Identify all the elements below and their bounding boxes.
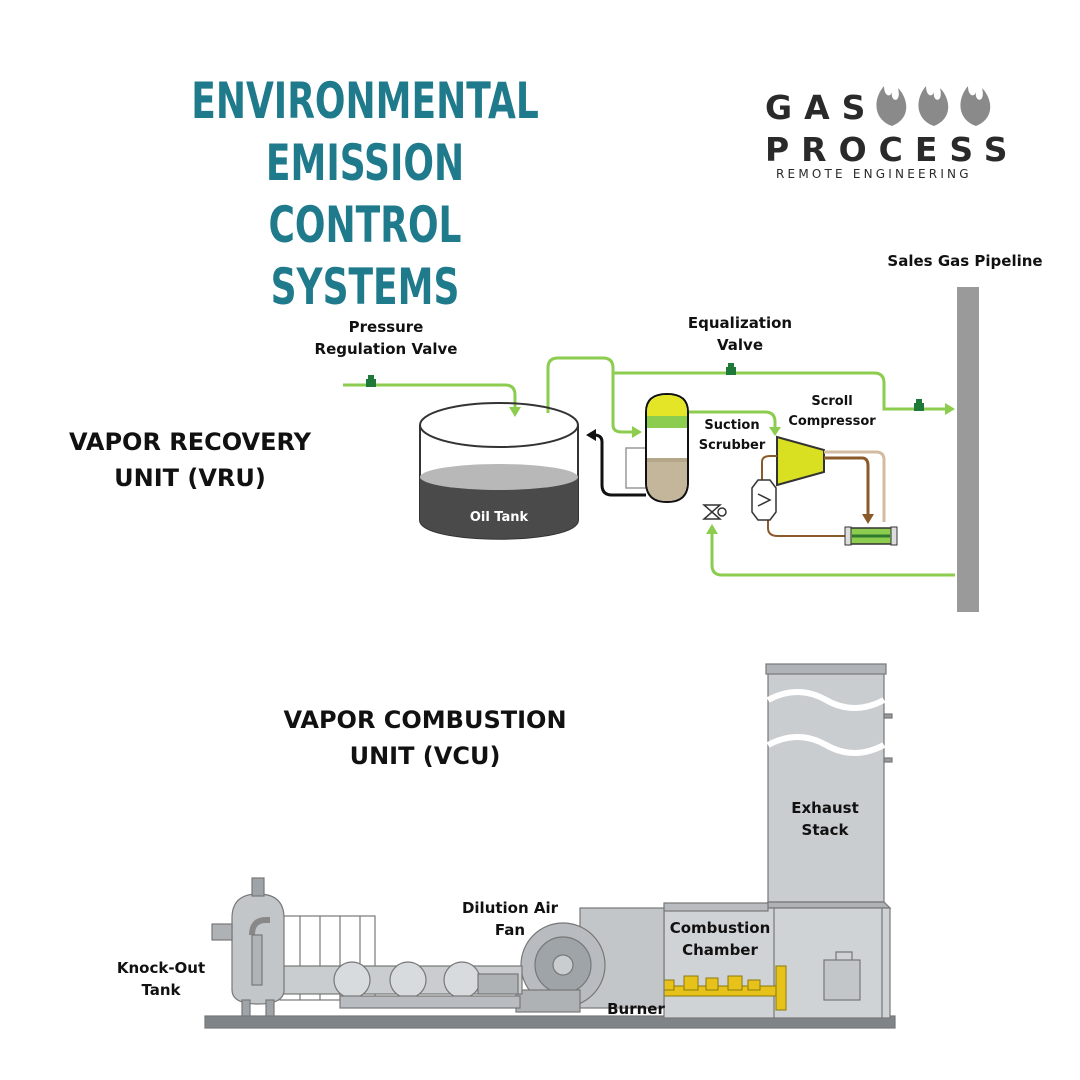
vcu-heading-line-1: VAPOR COMBUSTION [283, 706, 567, 734]
filter-icon [751, 479, 777, 521]
sales-gas-pipeline [957, 287, 979, 612]
vcu-heading-line-2: UNIT (VCU) [349, 742, 501, 770]
equalization-valve [726, 363, 736, 375]
knock-out-tank-label: Knock-Out Tank [104, 957, 218, 1001]
flame-arrestor-pipe [281, 961, 523, 1009]
exhaust-stack-label-line-1: Exhaust [791, 799, 859, 817]
knock-out-tank-label-line-1: Knock-Out [116, 959, 206, 977]
vcu-heading: VAPOR COMBUSTION UNIT (VCU) [250, 702, 600, 774]
vcu-diagram [204, 663, 896, 1029]
pipeline-valve [914, 399, 924, 411]
flame-icon [876, 86, 991, 126]
knock-out-tank-label-line-2: Tank [141, 981, 181, 999]
knock-out-tank [211, 877, 285, 1017]
vcu-skid-base [204, 1015, 896, 1029]
dilution-air-fan-label-line-1: Dilution Air [461, 899, 559, 917]
sales-gas-pipeline-label: Sales Gas Pipeline [887, 252, 1043, 270]
discharge-line-light [824, 450, 886, 522]
scroll-compressor-label-line-1: Scroll [811, 394, 853, 409]
equalization-valve-label: Equalization Valve [670, 312, 810, 356]
pressure-valve-label: Pressure Regulation Valve [296, 316, 476, 360]
scroll-compressor [776, 435, 825, 487]
vru-diagram [343, 287, 979, 612]
cooler-return-line [767, 510, 850, 537]
discharge-line [824, 456, 870, 518]
exhaust-stack-label-line-2: Stack [801, 821, 849, 839]
cooler-to-compressor-line [761, 455, 777, 480]
scrubber-outlet-line [688, 410, 777, 432]
suction-scrubber [625, 392, 689, 504]
exhaust-stack [760, 663, 893, 909]
aftercooler [844, 526, 898, 546]
pressure-valve-label-line-1: Pressure [348, 318, 424, 336]
tank-outlet-line [546, 356, 638, 434]
equalization-valve-label-line-1: Equalization [687, 314, 793, 332]
combustion-chamber-label: Combustion Chamber [660, 917, 780, 961]
suction-scrubber-label-line-1: Suction [704, 418, 760, 433]
inlet-gas-line [343, 383, 517, 413]
logo-subtitle: REMOTE ENGINEERING [776, 167, 972, 181]
scroll-compressor-label: Scroll Compressor [780, 392, 884, 432]
pressure-valve-label-line-2: Regulation Valve [314, 340, 458, 358]
dilution-air-fan-label-line-2: Fan [494, 921, 526, 939]
burner-label: Burner [607, 1000, 665, 1018]
vru-heading: VAPOR RECOVERY UNIT (VRU) [50, 424, 330, 496]
page-title: ENVIRONMENTAL EMISSION CONTROL SYSTEMS [181, 70, 548, 318]
scroll-compressor-label-line-2: Compressor [788, 414, 876, 429]
combustion-chamber-label-line-1: Combustion [669, 919, 771, 937]
pressure-regulation-valve [366, 375, 376, 387]
equalization-valve-label-line-2: Valve [716, 336, 763, 354]
title-line-1: ENVIRONMENTAL EMISSION [191, 72, 539, 192]
combustion-chamber-label-line-2: Chamber [682, 941, 758, 959]
suction-scrubber-label-line-2: Scrubber [698, 438, 766, 453]
vru-heading-line-1: VAPOR RECOVERY [68, 428, 312, 456]
liquid-line [590, 433, 646, 497]
logo-text-gas: GAS [765, 88, 878, 127]
suction-scrubber-label: Suction Scrubber [692, 416, 772, 456]
logo-text-process: PROCESS [765, 130, 1020, 169]
return-valve-icon [702, 504, 727, 520]
equalization-line [613, 371, 952, 411]
oil-tank [419, 402, 579, 540]
return-line [710, 528, 955, 577]
dilution-air-fan-label: Dilution Air Fan [448, 897, 572, 941]
title-line-2: CONTROL SYSTEMS [268, 196, 462, 316]
exhaust-stack-label: Exhaust Stack [770, 797, 880, 841]
oil-tank-label: Oil Tank [469, 510, 529, 525]
vru-heading-line-2: UNIT (VRU) [114, 464, 266, 492]
